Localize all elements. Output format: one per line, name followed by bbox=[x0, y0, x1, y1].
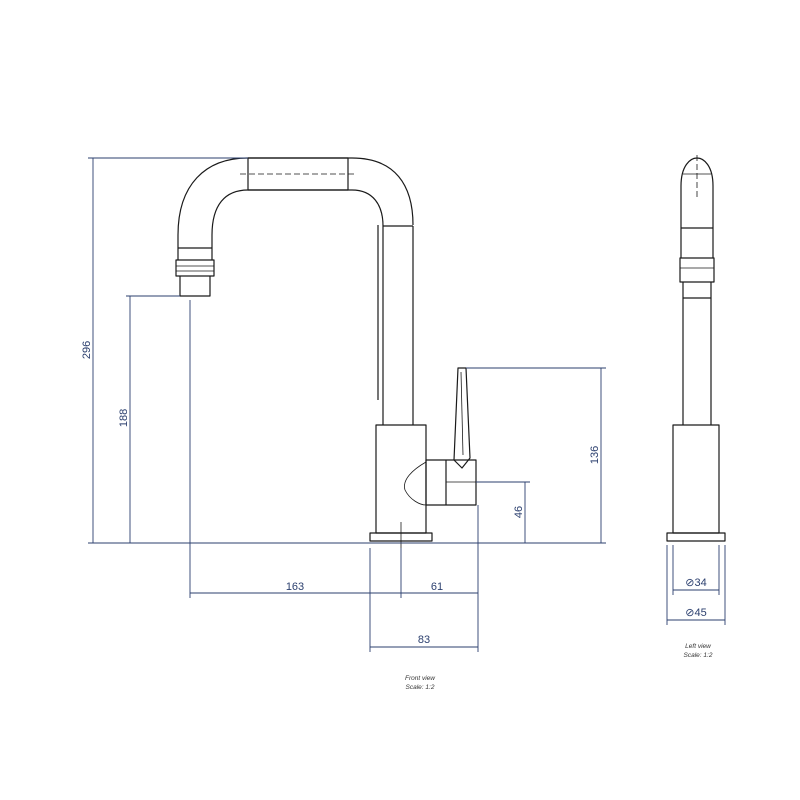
left-top-dome bbox=[680, 157, 714, 187]
lever-handle-inner bbox=[460, 371, 464, 456]
dim-d45-label: ⊘45 bbox=[685, 607, 706, 619]
dim-188-label: 188 bbox=[118, 409, 130, 427]
left-view-caption: Left view bbox=[685, 643, 712, 650]
lever-side-curve bbox=[404, 461, 427, 506]
dim-83-label: 83 bbox=[418, 634, 430, 646]
left-view: ⊘34 ⊘45 Left view Scale: 1:2 bbox=[666, 155, 726, 659]
dim-d34-label: ⊘34 bbox=[685, 577, 706, 589]
lever-handle bbox=[453, 367, 471, 469]
left-base bbox=[666, 532, 726, 542]
spout-outer-contour bbox=[177, 157, 414, 400]
dim-46-label: 46 bbox=[513, 506, 525, 518]
dim-163-label: 163 bbox=[286, 581, 304, 593]
dim-61-label: 61 bbox=[431, 581, 443, 593]
lever-block bbox=[425, 459, 477, 506]
spout-inner-contour bbox=[211, 189, 384, 260]
spout-nozzle bbox=[175, 247, 215, 297]
left-stem bbox=[682, 298, 712, 425]
dim-296-label: 296 bbox=[81, 341, 93, 359]
left-view-scale: Scale: 1:2 bbox=[684, 652, 713, 659]
left-spout-column bbox=[680, 186, 714, 258]
faucet-body bbox=[375, 424, 427, 534]
front-view-scale: Scale: 1:2 bbox=[406, 684, 435, 691]
dim-136-label: 136 bbox=[589, 446, 601, 464]
left-nozzle bbox=[679, 257, 715, 299]
front-view-caption: Front view bbox=[405, 675, 436, 682]
stem-contour bbox=[382, 225, 414, 425]
front-view: 296 188 136 46 163 61 83 Front view Scal… bbox=[81, 157, 606, 691]
left-body bbox=[672, 424, 720, 534]
